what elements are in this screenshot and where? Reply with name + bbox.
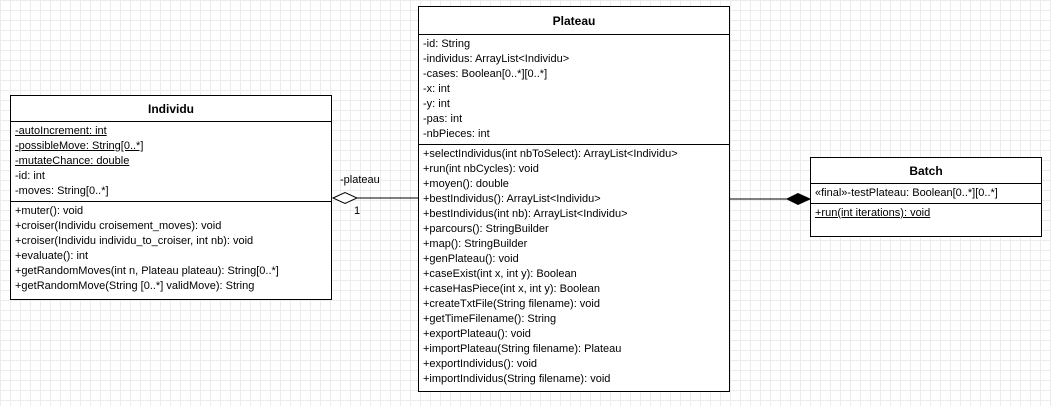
attribute-row: -autoIncrement: int	[15, 125, 107, 137]
method-row: +genPlateau(): void	[423, 253, 519, 265]
method-row: +caseExist(int x, int y): Boolean	[423, 268, 577, 280]
attribute-row: -pas: int	[423, 113, 463, 125]
method-row: +createTxtFile(String filename): void	[423, 298, 600, 310]
method-row: +croiser(Individu croisement_moves): voi…	[15, 220, 222, 232]
method-row: +getTimeFilename(): String	[423, 313, 557, 325]
association-multiplicity-label: 1	[354, 205, 361, 217]
method-row: +evaluate(): int	[15, 250, 89, 262]
attribute-row: -mutateChance: double	[15, 155, 130, 167]
method-row: +bestIndividus(int nb): ArrayList<Indivi…	[423, 208, 628, 220]
method-row: +map(): StringBuilder	[423, 238, 528, 250]
method-row: +run(int nbCycles): void	[423, 163, 539, 175]
method-row: +croiser(Individu individu_to_croiser, i…	[15, 235, 254, 247]
attributes-section: -autoIncrement: int -possibleMove: String…	[11, 122, 331, 201]
attribute-row: -y: int	[423, 98, 450, 110]
method-row: +importIndividus(String filename): void	[423, 373, 611, 385]
attribute-row: -id: int	[15, 170, 45, 182]
method-row: +caseHasPiece(int x, int y): Boolean	[423, 283, 601, 295]
attribute-row: -id: String	[423, 38, 471, 50]
method-row: +selectIndividus(int nbToSelect): ArrayL…	[423, 148, 678, 160]
aggregation-diamond	[331, 191, 359, 205]
attribute-row: -possibleMove: String[0..*]	[15, 140, 144, 152]
methods-section: +run(int iterations): void	[811, 203, 1041, 223]
method-row: +parcours(): StringBuilder	[423, 223, 549, 235]
attribute-row: -cases: Boolean[0..*][0..*]	[423, 68, 548, 80]
method-row: +importPlateau(String filename): Plateau	[423, 343, 622, 355]
method-row: +run(int iterations): void	[815, 207, 931, 219]
class-name: Individu	[11, 96, 331, 122]
attribute-row: -nbPieces: int	[423, 128, 490, 140]
methods-section: +muter(): void +croiser(Individu croiseme…	[11, 201, 331, 296]
attribute-row: -individus: ArrayList<Individu>	[423, 53, 570, 65]
composition-diamond	[785, 192, 812, 206]
class-name: Batch	[811, 158, 1041, 184]
method-row: +moyen(): double	[423, 178, 509, 190]
method-row: +getRandomMove(String [0..*] validMove):…	[15, 280, 255, 292]
method-row: +bestIndividus(): ArrayList<Individu>	[423, 193, 601, 205]
class-batch[interactable]: Batch «final»-testPlateau: Boolean[0..*]…	[810, 157, 1042, 237]
attributes-section: «final»-testPlateau: Boolean[0..*][0..*]	[811, 184, 1041, 203]
class-plateau[interactable]: Plateau -id: String -individus: ArrayList…	[418, 6, 730, 392]
method-row: +exportIndividus(): void	[423, 358, 538, 370]
association-role-label: -plateau	[340, 174, 380, 186]
method-row: +exportPlateau(): void	[423, 328, 531, 340]
class-name: Plateau	[419, 7, 729, 35]
class-individu[interactable]: Individu -autoIncrement: int -possibleMov…	[10, 95, 332, 300]
attribute-row: -x: int	[423, 83, 450, 95]
methods-section: +selectIndividus(int nbToSelect): ArrayL…	[419, 144, 729, 389]
attribute-row: «final»-testPlateau: Boolean[0..*][0..*]	[815, 187, 998, 199]
attributes-section: -id: String -individus: ArrayList<Individ…	[419, 35, 729, 144]
attribute-row: -moves: String[0..*]	[15, 185, 109, 197]
method-row: +getRandomMoves(int n, Plateau plateau):…	[15, 265, 279, 277]
method-row: +muter(): void	[15, 205, 84, 217]
